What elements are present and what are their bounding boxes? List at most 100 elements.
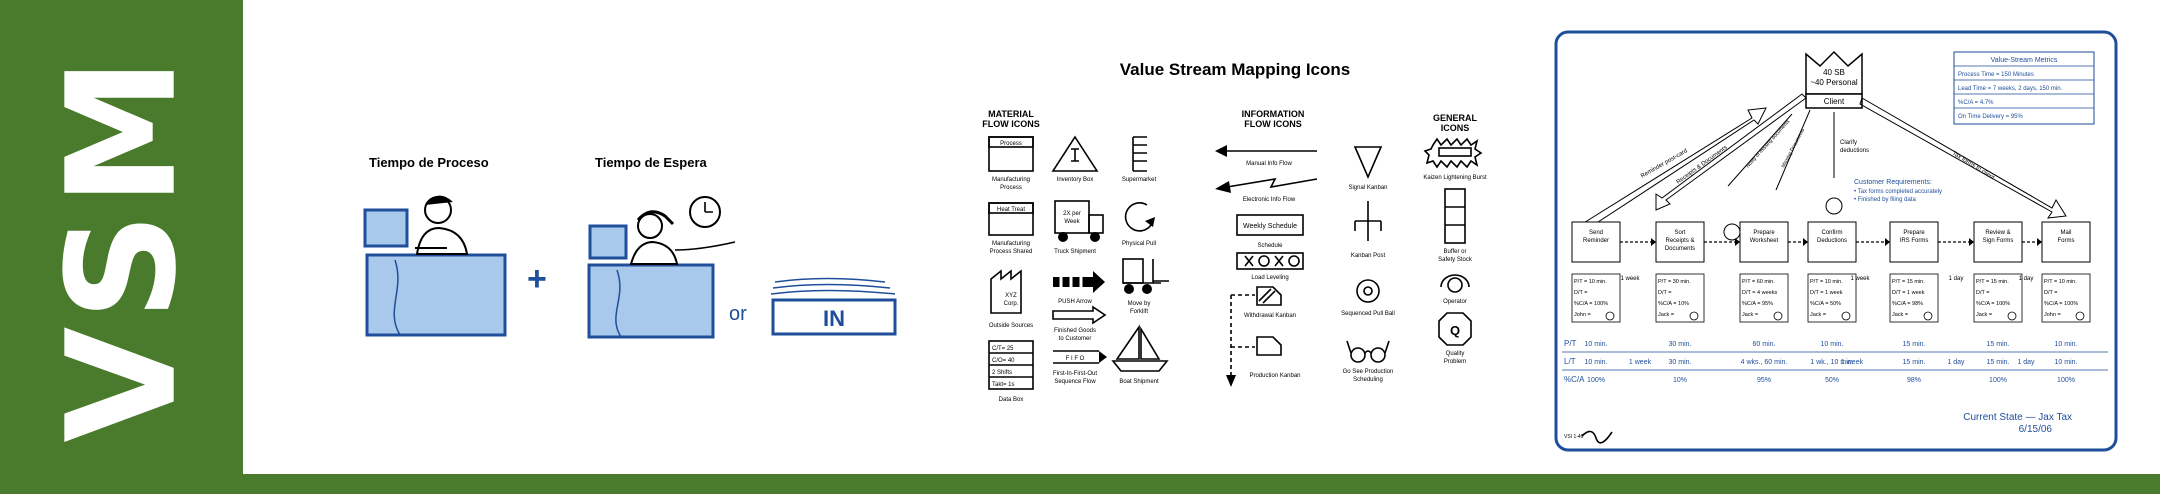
bottom-green-bar: [243, 474, 2160, 494]
timeline-lt: 10 min.: [2055, 359, 2078, 366]
finished-goods-label: Finished Goods: [1054, 328, 1096, 334]
timeline-ca: 50%: [1825, 377, 1839, 384]
process-box: [1571, 221, 1621, 263]
process-box: [1807, 221, 1857, 263]
shared-process-icon: [988, 202, 1034, 236]
truck-text-2: Week: [1064, 219, 1080, 225]
physical-pull-icon: [1124, 202, 1155, 232]
process-data-row: D/T =: [2044, 290, 2058, 296]
timeline-lt: 1 day: [2017, 359, 2035, 366]
wait-label: 1 week: [1620, 276, 1640, 282]
process-data-row: %C/A = 100%: [1976, 301, 2010, 307]
process-name: Forms: [2058, 238, 2075, 244]
fifo-icon: [1053, 350, 1107, 364]
wait-time-label: Tiempo de Espera: [595, 155, 708, 170]
signature-icon: [1581, 430, 1613, 444]
process-time-label: Tiempo de Proceso: [369, 155, 489, 170]
finished-goods-arrow-icon: [1052, 305, 1107, 325]
map-footer-title: Current State — Jax Tax: [1963, 412, 2072, 423]
quality-label-2: Problem: [1444, 359, 1466, 365]
timeline-lt: 4 wks., 60 min.: [1741, 359, 1788, 366]
process-data-row: P/T = 10 min.: [1810, 279, 1843, 285]
client-personal: ~40 Personal: [1810, 78, 1858, 87]
client-count: 40 SB: [1823, 68, 1845, 77]
mfg-process-label-2: Process: [1000, 185, 1022, 191]
kanban-post-label: Kanban Post: [1351, 253, 1386, 259]
production-kanban-icon: [1226, 323, 1282, 387]
info-arrows: [1580, 93, 2067, 227]
timeline-lt: 30 min.: [1669, 359, 1692, 366]
timeline-ca: 100%: [2057, 377, 2075, 384]
mfg-process-label: Manufacturing: [992, 177, 1030, 183]
client-factory-icon: [1805, 50, 1863, 109]
operator-icon: [2075, 311, 2085, 321]
process-name: Prepare: [1903, 230, 1925, 236]
icons-title: Value Stream Mapping Icons: [1120, 60, 1351, 79]
operator-icon: [1440, 274, 1470, 293]
process-name: Sort: [1674, 230, 1685, 236]
map-signature: VSI 1-40: [1564, 434, 1584, 440]
production-kanban-label: Production Kanban: [1249, 373, 1300, 379]
process-data-row: John =: [1574, 312, 1591, 318]
process-name: Deductions: [1817, 238, 1847, 244]
boat-shipment-label: Boat Shipment: [1119, 379, 1159, 385]
physical-pull-label: Physical Pull: [1122, 241, 1156, 247]
finished-goods-label-2: to Customer: [1059, 336, 1092, 342]
process-box: [1889, 221, 1939, 263]
timeline-lt: 15 min.: [1903, 359, 1926, 366]
mfg-shared-label-2: Process Shared: [990, 249, 1033, 255]
timeline-ca: 100%: [1587, 377, 1605, 384]
arrow-head: [1885, 238, 1890, 246]
withdrawal-kanban-icon: [1230, 286, 1282, 319]
requirement-item: • Tax forms completed accurately: [1854, 189, 1942, 195]
go-see-clock-icon: [1723, 197, 1843, 241]
process-name: Confirm: [1821, 230, 1842, 236]
xyz-text: XYZ: [1005, 293, 1017, 299]
data-box-row: C/T= 25: [992, 346, 1014, 352]
timeline-lt: 1 day: [1947, 359, 1965, 366]
timeline-lt: 15 min.: [1987, 359, 2010, 366]
arrow-label: Clarify: [1840, 140, 1857, 146]
timeline-ca: 95%: [1757, 377, 1771, 384]
timeline-lt: 10 min.: [1585, 359, 1608, 366]
metric-row: %C/A = 4.7%: [1958, 100, 1994, 106]
quality-label: Quality: [1446, 351, 1465, 357]
forklift-icon: [1122, 258, 1169, 294]
sequenced-pull-label: Sequenced Pull Ball: [1341, 311, 1395, 317]
timeline-pt: 10 min.: [2055, 341, 2078, 348]
push-arrow-icon: [1053, 271, 1105, 293]
process-data-row: John =: [2044, 312, 2061, 318]
process-data-row: %C/A = 100%: [2044, 301, 2078, 307]
signal-kanban-icon: [1353, 146, 1383, 180]
process-name: Mail: [2060, 230, 2071, 236]
buffer-label-2: Safety Stock: [1438, 257, 1473, 263]
schedule-label: Schedule: [1257, 243, 1283, 249]
kaizen-burst-icon: [1423, 137, 1483, 169]
quality-q-text: Q: [1450, 323, 1460, 338]
process-data-row: P/T = 15 min.: [1892, 279, 1925, 285]
vsm-icons-legend: Value Stream Mapping Icons MATERIAL FLOW…: [982, 60, 1487, 403]
in-label: IN: [823, 306, 845, 331]
process-name: Receipts &: [1665, 238, 1694, 244]
electronic-info-label: Electronic Info Flow: [1243, 197, 1296, 203]
process-name: Sign Forms: [1983, 238, 2014, 244]
timeline-ca: 98%: [1907, 377, 1921, 384]
process-data-row: P/T = 10 min.: [1574, 279, 1607, 285]
fifo-text: F I F O: [1066, 356, 1085, 362]
process-data-row: %C/A = 10%: [1658, 301, 1689, 307]
timeline-pt: 15 min.: [1987, 341, 2010, 348]
general-title: GENERAL: [1433, 113, 1478, 123]
process-name: Prepare: [1753, 230, 1775, 236]
data-box-label: Data Box: [999, 397, 1024, 403]
timeline-lt: 1 wk., 10 min.: [1810, 359, 1853, 366]
signal-kanban-label: Signal Kanban: [1348, 185, 1387, 191]
process-data-row: D/T = 1 week: [1810, 290, 1843, 296]
push-arrow-label: PUSH Arrow: [1058, 299, 1092, 305]
supermarket-label: Supermarket: [1122, 177, 1157, 183]
timeline-layer: P/TL/T%C/A10 min.30 min.60 min.10 min.15…: [1562, 339, 2108, 384]
operator-icon: [1923, 311, 1933, 321]
metric-row: Process Time = 150 Minutes: [1958, 72, 2034, 78]
load-leveling-icon: [1236, 252, 1304, 270]
outside-sources-icon: [990, 269, 1022, 314]
